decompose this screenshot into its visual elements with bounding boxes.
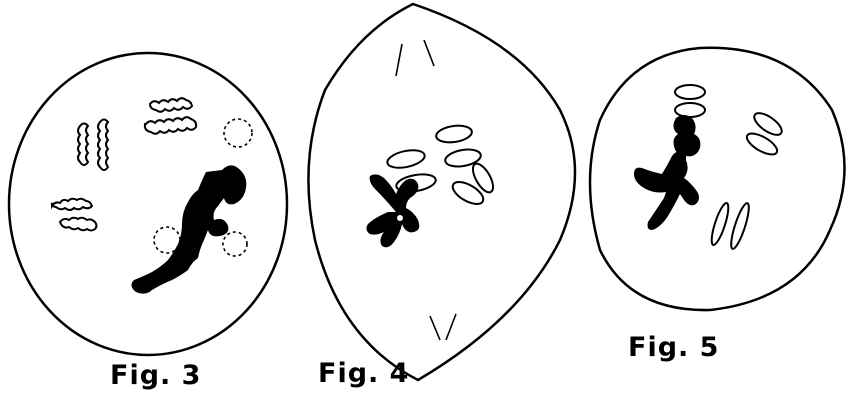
cell-outline [9, 53, 287, 355]
chromosome-pair-bottom-left [52, 199, 97, 231]
dark-chromosome-mass [131, 165, 246, 293]
figure-5-label: Fig. 5 [628, 332, 719, 363]
chromosome-pair-top [145, 98, 196, 134]
chromosome-pair-left [78, 120, 108, 171]
figure-3-cell [9, 53, 287, 355]
figure-4-label: Fig. 4 [318, 358, 409, 389]
dark-chromosome-top [673, 115, 700, 156]
cell-outline [590, 48, 845, 310]
cell-outline [308, 4, 575, 380]
outlined-chromosomes [675, 85, 785, 250]
dark-cross-chromosome [366, 174, 419, 247]
figure-5-cell [590, 48, 845, 310]
figure-3-label: Fig. 3 [110, 360, 201, 391]
figure-4-cell [308, 4, 575, 380]
dark-chromosome-bottom [634, 150, 699, 230]
